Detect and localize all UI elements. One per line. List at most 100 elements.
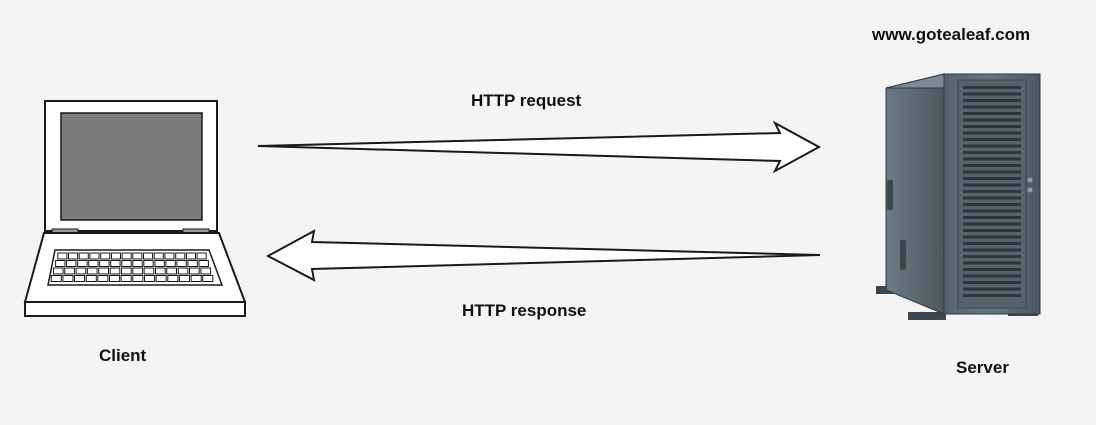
keyboard-key	[121, 267, 132, 275]
keyboard-key	[97, 275, 109, 282]
server-vent-slot	[963, 157, 1021, 161]
keyboard-key	[165, 260, 176, 267]
keyboard-key	[198, 260, 209, 267]
server-url-label: www.gotealeaf.com	[872, 25, 1031, 44]
server-vent-slot	[963, 294, 1021, 297]
keyboard-key	[185, 252, 196, 260]
keyboard-key	[100, 252, 111, 260]
keyboard-key	[167, 275, 179, 282]
server-vent-slot	[963, 261, 1021, 265]
keyboard-key	[143, 260, 154, 267]
keyboard-key	[187, 260, 198, 267]
keyboard-key	[55, 260, 66, 267]
keyboard-key	[89, 252, 100, 260]
keyboard-key	[178, 275, 190, 282]
server-vent-slot	[963, 235, 1021, 239]
keyboard-key	[143, 267, 155, 275]
laptop-keyboard	[50, 252, 214, 282]
server-vent-slot	[963, 196, 1021, 200]
server-vent-slot	[963, 138, 1021, 141]
keyboard-key	[154, 260, 165, 267]
server-vent-slot	[963, 274, 1021, 278]
server-vent-slot	[963, 105, 1021, 109]
server-vent-slot	[963, 177, 1021, 180]
server-vents	[963, 86, 1021, 297]
keyboard-key	[121, 260, 132, 267]
keyboard-key	[109, 275, 121, 282]
keyboard-key	[75, 267, 87, 275]
keyboard-key	[121, 252, 132, 260]
keyboard-key	[132, 267, 144, 275]
server-vent-slot	[963, 242, 1021, 245]
server-vent-slot	[963, 151, 1021, 154]
keyboard-key	[132, 260, 143, 267]
keyboard-key	[74, 275, 86, 282]
keyboard-key	[190, 275, 202, 282]
server-vent-slot	[963, 170, 1021, 174]
server-vent-slot	[963, 203, 1021, 206]
server-vent-slot	[963, 125, 1021, 128]
keyboard-key	[155, 275, 167, 282]
server-vent-slot	[963, 255, 1021, 258]
keyboard-key	[200, 267, 212, 275]
keyboard-key	[155, 267, 166, 275]
keyboard-key	[202, 275, 214, 282]
keyboard-key	[132, 275, 144, 282]
keyboard-key	[62, 275, 74, 282]
http-request-label: HTTP request	[471, 91, 582, 110]
server-vent-slot	[963, 112, 1021, 115]
http-request-arrow	[257, 120, 822, 174]
keyboard-key	[189, 267, 200, 275]
server-vent-slot	[963, 248, 1021, 252]
keyboard-key	[50, 275, 62, 282]
keyboard-key	[78, 252, 89, 260]
keyboard-key	[196, 252, 207, 260]
server-vent-slot	[963, 222, 1021, 226]
server-vent-slot	[963, 281, 1021, 284]
server-vent-slot	[963, 287, 1021, 291]
http-response-arrow	[265, 229, 821, 282]
keyboard-key	[57, 252, 68, 260]
server-vent-slot	[963, 268, 1021, 271]
keyboard-key	[153, 252, 164, 260]
server-vent-slot	[963, 92, 1021, 96]
keyboard-key	[144, 275, 156, 282]
keyboard-key	[99, 260, 110, 267]
keyboard-key	[110, 252, 122, 260]
server-label: Server	[956, 358, 1009, 377]
keyboard-key	[66, 260, 77, 267]
keyboard-key	[120, 275, 132, 282]
client-label: Client	[99, 346, 147, 365]
keyboard-key	[164, 252, 175, 260]
keyboard-key	[52, 267, 64, 275]
keyboard-key	[86, 267, 98, 275]
server-tower-icon	[876, 73, 1041, 320]
server-vent-slot	[963, 183, 1021, 187]
keyboard-key	[166, 267, 178, 275]
keyboard-key	[177, 267, 189, 275]
server-vent-slot	[963, 229, 1021, 232]
server-vent-slot	[963, 86, 1021, 89]
server-vent-slot	[963, 164, 1021, 167]
keyboard-key	[88, 260, 99, 267]
laptop-icon	[23, 100, 247, 317]
keyboard-key	[176, 260, 187, 267]
http-response-label: HTTP response	[462, 301, 587, 320]
server-vent-slot	[963, 131, 1021, 135]
keyboard-key	[110, 260, 121, 267]
keyboard-key	[98, 267, 110, 275]
keyboard-key	[77, 260, 88, 267]
keyboard-key	[109, 267, 121, 275]
keyboard-key	[85, 275, 97, 282]
keyboard-key	[68, 252, 79, 260]
server-vent-slot	[963, 99, 1021, 102]
keyboard-key	[64, 267, 75, 275]
server-vent-slot	[963, 144, 1021, 148]
keyboard-key	[132, 252, 143, 260]
server-vent-slot	[963, 190, 1021, 193]
keyboard-key	[175, 252, 186, 260]
server-vent-slot	[963, 209, 1021, 213]
server-vent-slot	[963, 216, 1021, 219]
